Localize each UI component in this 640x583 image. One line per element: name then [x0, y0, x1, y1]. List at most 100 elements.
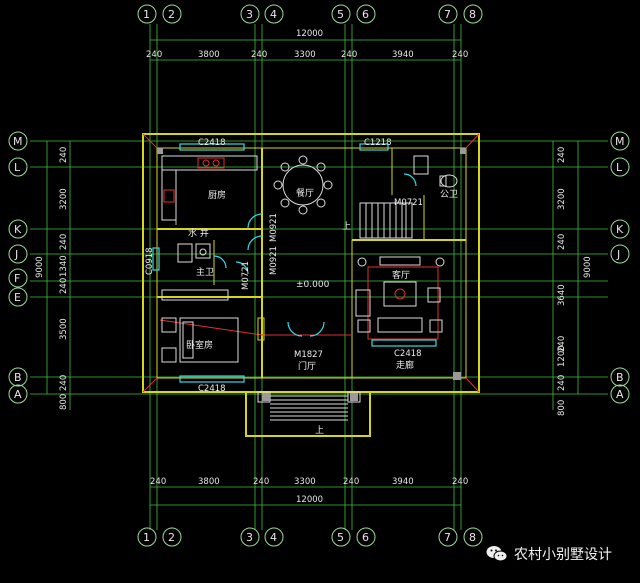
- label-m0721-bath: M0721: [394, 198, 423, 208]
- eave-lines: [142, 133, 480, 393]
- axis-left-B: B: [14, 371, 22, 384]
- dim-top-seg-6: 3940: [392, 50, 414, 60]
- elevation-marker: ±0.000: [296, 280, 330, 290]
- axis-right-B: B: [616, 371, 624, 384]
- room-label-kitchen: 厨房: [208, 189, 226, 201]
- label-m0921-main: M0921: [269, 246, 279, 275]
- dim-left-seg-4: 1340: [59, 255, 69, 277]
- dim-right-seg-5: 240: [557, 336, 567, 352]
- axis-top-7: 7: [444, 8, 451, 21]
- watermark: 农村小别墅设计: [486, 541, 612, 567]
- axis-right-M: M: [615, 135, 625, 148]
- horizontal-grid-lines: [30, 140, 608, 395]
- axis-bubbles-top: 1 2 3 4 5 6 7 8: [137, 4, 483, 24]
- dim-top-seg-5: 240: [341, 50, 357, 60]
- dim-bottom-seg-7: 240: [452, 477, 468, 487]
- dim-top-seg-7: 240: [452, 50, 468, 60]
- axis-bottom-1: 1: [143, 531, 150, 544]
- dim-left-seg-7: 240: [59, 375, 69, 391]
- public-bath-fixtures: [413, 155, 458, 188]
- axis-bottom-2: 2: [168, 531, 175, 544]
- label-c1218: C1218: [364, 138, 392, 148]
- axis-bottom-7: 7: [444, 531, 451, 544]
- dim-top-seg-3: 240: [251, 50, 267, 60]
- columns: [157, 148, 466, 401]
- axis-right-A: A: [616, 388, 624, 401]
- dim-left-seg-1: 240: [59, 147, 69, 163]
- master-bath-fixtures: [177, 243, 211, 263]
- dim-right-seg-8: 800: [557, 400, 567, 416]
- room-label-living: 客厅: [392, 269, 410, 281]
- dim-top-seg-1: 240: [146, 50, 162, 60]
- label-c0918: C0918: [145, 247, 155, 275]
- right-dimensions: 240 3200 240 3640 240 1200 240 800 9000: [552, 141, 593, 416]
- bottom-dimensions: 240 3800 240 3300 240 3940 240 12000: [150, 477, 468, 506]
- room-label-porch: 走廊: [396, 359, 414, 371]
- axis-top-8: 8: [469, 8, 476, 21]
- dim-top-total: 12000: [296, 29, 323, 39]
- dim-bottom-seg-3: 240: [253, 477, 269, 487]
- dim-right-seg-1: 240: [557, 147, 567, 163]
- room-label-water-well: 水 井: [188, 227, 209, 239]
- dim-right-seg-2: 3200: [557, 188, 567, 210]
- dim-right-total: 9000: [583, 256, 593, 278]
- dim-bottom-seg-5: 240: [343, 477, 359, 487]
- dim-left-seg-3: 240: [59, 234, 69, 250]
- dim-right-seg-4: 3640: [557, 284, 567, 306]
- dim-bottom-seg-4: 3300: [294, 477, 316, 487]
- porch: 上: [245, 391, 371, 437]
- room-label-bath-master: 主卫: [196, 266, 214, 278]
- room-label-dining: 餐厅: [296, 187, 314, 199]
- axis-top-5: 5: [337, 8, 344, 21]
- axis-top-1: 1: [143, 8, 150, 21]
- axis-bottom-8: 8: [469, 531, 476, 544]
- label-c2418-top: C2418: [198, 138, 226, 148]
- dim-top-seg-4: 3300: [294, 50, 316, 60]
- axis-bottom-3: 3: [246, 531, 253, 544]
- room-label-bedroom: 卧室房: [186, 339, 213, 351]
- watermark-text: 农村小别墅设计: [514, 547, 612, 563]
- room-label-foyer: 门厅: [298, 360, 316, 372]
- stairs-up-label: 上: [342, 221, 351, 232]
- axis-top-3: 3: [246, 8, 253, 21]
- dim-bottom-seg-6: 3940: [392, 477, 414, 487]
- label-m1827: M1827: [294, 350, 323, 360]
- dim-bottom-total: 12000: [296, 495, 323, 505]
- dim-bottom-seg-1: 240: [150, 477, 166, 487]
- axis-left-L: L: [14, 161, 21, 174]
- left-dimensions: 9000 240 3200 240 1340 240 3500 240 800: [35, 141, 71, 410]
- dim-right-seg-7: 240: [557, 375, 567, 391]
- dim-bottom-seg-2: 3800: [198, 477, 220, 487]
- axis-bubbles-bottom: 1 2 3 4 5 6 7 8: [137, 527, 483, 547]
- label-m0721-master: M0721: [241, 261, 251, 290]
- axis-bubbles-right: M L K J B A: [610, 131, 630, 404]
- kitchen-fixtures: [161, 155, 258, 221]
- bedroom-furniture: [161, 289, 239, 363]
- wechat-logo-icon: [486, 545, 508, 563]
- dim-right-seg-6: 1200: [557, 345, 567, 367]
- axis-left-E: E: [14, 291, 21, 304]
- axis-right-L: L: [616, 161, 623, 174]
- axis-left-J: J: [14, 248, 18, 261]
- stairs: 上: [342, 202, 413, 239]
- dim-left-seg-8: 800: [59, 394, 69, 410]
- dim-left-seg-5: 240: [59, 278, 69, 294]
- axis-bottom-5: 5: [337, 531, 344, 544]
- axis-top-6: 6: [362, 8, 369, 21]
- dining-table: [273, 155, 333, 215]
- room-label-bath-public: 公卫: [440, 189, 458, 200]
- axis-left-K: K: [14, 223, 22, 236]
- label-c2418-bottom: C2418: [198, 384, 226, 394]
- room-labels: 厨房 餐厅 公卫 水 井 主卫 卧室房 客厅 门厅 走廊 ±0.000: [186, 187, 458, 372]
- dim-left-total: 9000: [35, 256, 45, 278]
- axis-left-A: A: [14, 388, 22, 401]
- axis-bubbles-left: M L K J F E B A: [8, 131, 28, 404]
- axis-left-F: F: [14, 272, 20, 285]
- label-m0921-kitchen: M0921: [269, 213, 279, 242]
- dim-right-seg-3: 240: [557, 234, 567, 250]
- dim-left-seg-6: 3500: [59, 318, 69, 340]
- axis-top-4: 4: [270, 8, 277, 21]
- dim-left-seg-2: 3200: [59, 188, 69, 210]
- axis-bottom-6: 6: [362, 531, 369, 544]
